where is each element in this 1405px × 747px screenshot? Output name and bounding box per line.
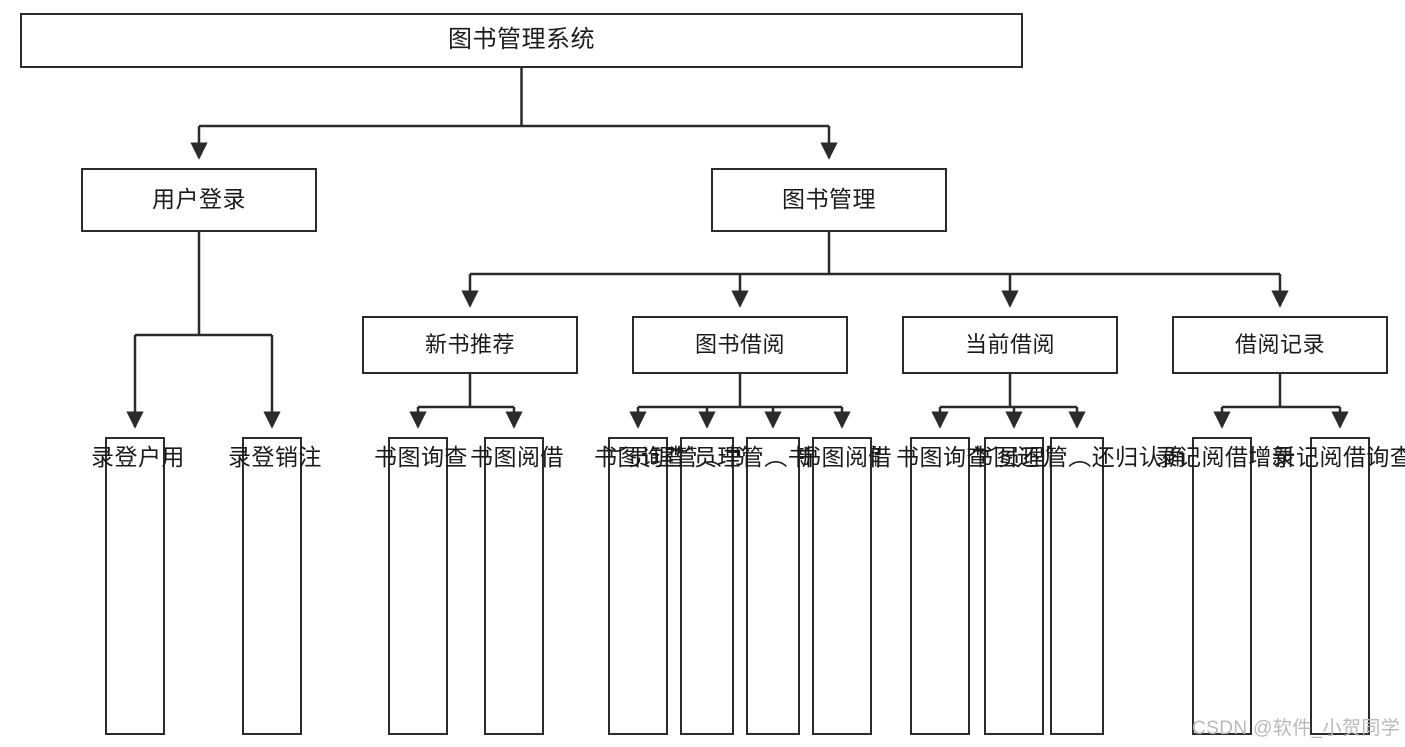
node-leaf-label: 注 销 登 录 [224,445,321,470]
node-group-label: 图书借阅 [694,332,785,358]
node-leaf-leaf-confirm-return-admin[interactable]: 确 认 归 还 （ 管 理 员 ） [971,437,1185,735]
node-branch-label: 用户登录 [152,186,246,213]
node-branch-label: 图书管理 [782,186,876,213]
node-group-book-borrow[interactable]: 图书借阅 [632,316,848,374]
node-branch-book-management[interactable]: 图书管理 [711,168,947,232]
node-leaf-label: 查 询 借 阅 记 录 [1269,445,1405,470]
node-leaf-leaf-user-login[interactable]: 用 户 登 录 [88,437,184,735]
node-leaf-leaf-query-borrow-record[interactable]: 查 询 借 阅 记 录 [1269,437,1405,735]
node-leaf-leaf-query-book-borrow[interactable]: 查 询 图 书 [591,437,687,735]
node-group-label: 当前借阅 [964,332,1055,358]
node-leaf-leaf-edit-book-admin[interactable]: 编 辑 图 书 （ 管 理 员 ） [667,437,881,735]
node-leaf-label: 用 户 登 录 [87,445,184,470]
node-leaf-leaf-query-book-rec[interactable]: 查 询 图 书 [371,437,467,735]
node-group-current-borrow[interactable]: 当前借阅 [902,316,1118,374]
node-leaf-label: 确 认 归 还 （ 管 理 员 ） [970,445,1185,470]
node-leaf-leaf-query-book-cur[interactable]: 查 询 图 书 [893,437,989,735]
node-group-borrow-record[interactable]: 借阅记录 [1172,316,1388,374]
node-leaf-label: 查 询 图 书 [590,445,687,470]
node-leaf-leaf-borrow-book[interactable]: 借 阅 图 书 [795,437,891,735]
node-leaf-leaf-add-book-admin[interactable]: 新 增 图 书 （ 管 理 员 ） [601,437,815,735]
node-leaf-label: 新 增 借 阅 记 录 [1151,445,1295,470]
node-group-label: 借阅记录 [1234,332,1325,358]
node-leaf-label: 查 询 图 书 [892,445,989,470]
node-leaf-leaf-add-borrow-record[interactable]: 新 增 借 阅 记 录 [1151,437,1294,735]
node-leaf-label: 借 阅 图 书 [466,445,563,470]
node-leaf-leaf-return-book[interactable]: 归 还 图 书 [967,437,1063,735]
node-group-new-book-recommend[interactable]: 新书推荐 [362,316,578,374]
node-leaf-label: 借 阅 图 书 [794,445,891,470]
node-root[interactable]: 图书管理系统 [20,13,1023,68]
node-root-label: 图书管理系统 [448,26,595,54]
node-leaf-label: 查 询 图 书 [370,445,467,470]
node-leaf-leaf-logout[interactable]: 注 销 登 录 [225,437,321,735]
node-leaf-leaf-borrow-book-rec[interactable]: 借 阅 图 书 [467,437,563,735]
node-branch-user-login[interactable]: 用户登录 [81,168,317,232]
node-group-label: 新书推荐 [424,332,515,358]
